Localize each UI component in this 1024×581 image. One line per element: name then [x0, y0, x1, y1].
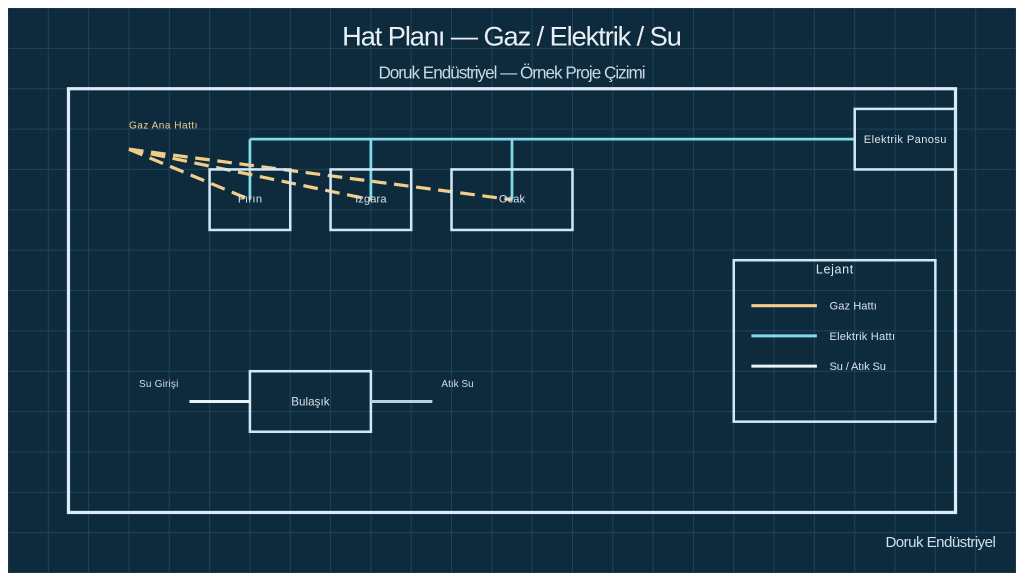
svg-text:Doruk Endüstriyel: Doruk Endüstriyel [885, 534, 995, 551]
svg-text:Doruk Endüstriyel — Örnek Proj: Doruk Endüstriyel — Örnek Proje Çizimi [378, 63, 645, 83]
svg-text:Su / Atık Su: Su / Atık Su [830, 361, 886, 373]
svg-text:Elektrik Panosu: Elektrik Panosu [864, 134, 947, 146]
svg-text:Atık Su: Atık Su [441, 379, 473, 390]
svg-text:Hat Planı — Gaz / Elektrik / S: Hat Planı — Gaz / Elektrik / Su [342, 21, 682, 52]
svg-text:Elektrik Hattı: Elektrik Hattı [830, 331, 896, 343]
svg-text:Su Girişi: Su Girişi [139, 379, 178, 390]
svg-text:Lejant: Lejant [816, 262, 854, 276]
svg-text:Izgara: Izgara [355, 194, 387, 206]
svg-text:Bulaşık: Bulaşık [291, 397, 330, 409]
svg-text:Fırın: Fırın [238, 194, 262, 206]
svg-text:Ocak: Ocak [499, 194, 526, 206]
svg-text:Gaz Ana Hattı: Gaz Ana Hattı [129, 121, 198, 132]
svg-text:Gaz Hattı: Gaz Hattı [830, 301, 877, 313]
